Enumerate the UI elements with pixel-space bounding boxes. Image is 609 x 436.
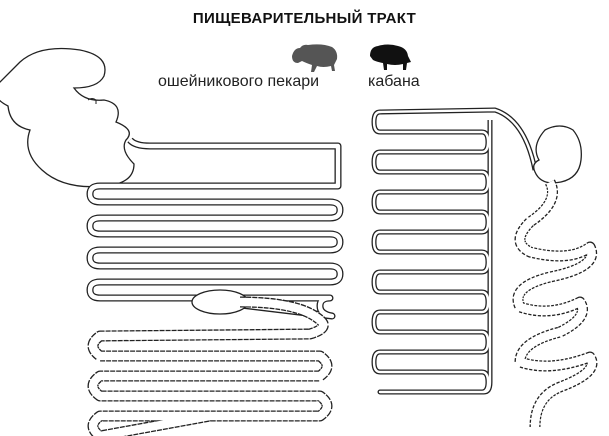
boar-small-intestine xyxy=(371,107,538,395)
peccary-caecum xyxy=(191,289,249,315)
boar-label: кабана xyxy=(368,73,420,90)
boar-stomach xyxy=(533,125,582,184)
diagram-title: ПИЩЕВАРИТЕЛЬНЫЙ ТРАКТ xyxy=(192,10,417,27)
peccary-colon xyxy=(87,296,333,436)
peccary-stomach xyxy=(0,47,135,188)
boar-colon xyxy=(512,179,598,428)
boar-icon xyxy=(370,44,411,70)
peccary-small-intestine xyxy=(86,137,344,320)
peccary-label: ошейникового пекари xyxy=(158,73,320,90)
peccary-icon xyxy=(292,44,338,72)
